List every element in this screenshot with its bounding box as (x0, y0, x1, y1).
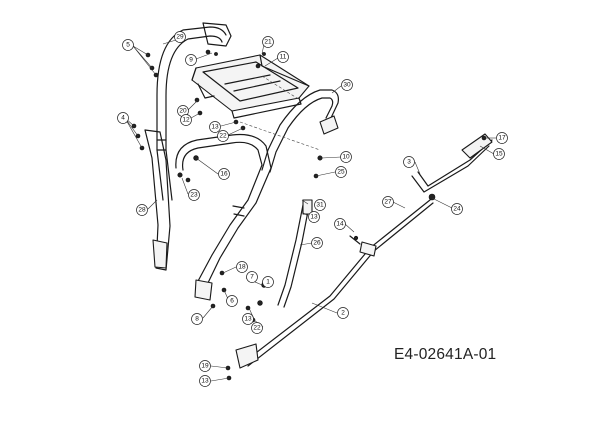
svg-text:9: 9 (189, 57, 193, 64)
callout-13: 13 (308, 211, 320, 223)
svg-text:21: 21 (264, 39, 272, 46)
svg-text:6: 6 (230, 298, 234, 305)
svg-text:16: 16 (220, 171, 228, 178)
svg-text:14: 14 (336, 221, 344, 228)
svg-text:18: 18 (238, 264, 246, 271)
upper-handle (156, 22, 232, 201)
svg-text:10: 10 (342, 154, 350, 161)
svg-text:25: 25 (337, 169, 345, 176)
svg-text:15: 15 (495, 151, 503, 158)
callout-16: 16 (218, 168, 230, 180)
svg-text:17: 17 (498, 135, 506, 142)
callout-6: 6 (226, 295, 238, 307)
svg-text:1: 1 (266, 279, 270, 286)
right-side-rail (277, 199, 313, 308)
callout-13: 13 (199, 375, 211, 387)
callout-11: 11 (277, 51, 289, 63)
callout-7: 7 (246, 271, 258, 283)
callout-26: 26 (311, 237, 323, 249)
svg-text:2: 2 (341, 310, 345, 317)
callout-24: 24 (451, 203, 463, 215)
svg-text:27: 27 (384, 199, 392, 206)
svg-text:26: 26 (313, 240, 321, 247)
svg-text:13: 13 (244, 316, 252, 323)
callout-3: 3 (403, 156, 415, 168)
svg-text:23: 23 (190, 192, 198, 199)
svg-text:22: 22 (253, 325, 261, 332)
svg-text:4: 4 (121, 115, 125, 122)
leader-lines (124, 39, 496, 382)
callout-15: 15 (493, 148, 505, 160)
svg-text:20: 20 (179, 108, 187, 115)
right-top-handle (261, 89, 339, 173)
callouts: 29 21 5 9 11 30 20 12 13 22 4 16 23 10 2… (117, 31, 508, 387)
callout-14: 14 (334, 218, 346, 230)
callout-12: 12 (180, 114, 192, 126)
alignment-line (239, 121, 321, 151)
lower-handle-frame (175, 133, 272, 301)
callout-30: 30 (341, 79, 353, 91)
callout-5: 5 (122, 39, 134, 51)
drawing-number: E4-02641A-01 (394, 346, 497, 363)
callout-1: 1 (262, 276, 274, 288)
console-panel (191, 54, 310, 119)
svg-text:19: 19 (201, 363, 209, 370)
svg-text:13: 13 (211, 124, 219, 131)
alignment-line (261, 75, 301, 101)
svg-text:31: 31 (316, 202, 324, 209)
callout-9: 9 (185, 54, 197, 66)
svg-text:11: 11 (280, 54, 287, 61)
callout-2: 2 (337, 307, 349, 319)
callout-17: 17 (496, 132, 508, 144)
callout-19: 19 (199, 360, 211, 372)
callout-29: 29 (174, 31, 186, 43)
callout-20: 20 (177, 105, 189, 117)
callout-8: 8 (191, 313, 203, 325)
callout-22: 22 (217, 130, 229, 142)
shift-rod (235, 199, 434, 369)
callout-22: 22 (251, 322, 263, 334)
callout-13: 13 (209, 121, 221, 133)
svg-text:24: 24 (453, 206, 461, 213)
svg-text:13: 13 (201, 378, 209, 385)
callout-13: 13 (242, 313, 254, 325)
svg-text:29: 29 (176, 34, 184, 41)
svg-text:28: 28 (138, 207, 146, 214)
svg-text:13: 13 (310, 214, 318, 221)
callout-21: 21 (262, 36, 274, 48)
svg-text:8: 8 (195, 316, 199, 323)
callout-18: 18 (236, 261, 248, 273)
callout-4: 4 (117, 112, 129, 124)
svg-text:12: 12 (182, 117, 190, 124)
callout-23: 23 (188, 189, 200, 201)
svg-text:5: 5 (126, 42, 130, 49)
callout-25: 25 (335, 166, 347, 178)
svg-text:3: 3 (407, 159, 411, 166)
callout-31: 31 (314, 199, 326, 211)
callout-28: 28 (136, 204, 148, 216)
svg-text:30: 30 (343, 82, 351, 89)
callout-27: 27 (382, 196, 394, 208)
svg-text:22: 22 (219, 133, 227, 140)
left-side-rail (144, 129, 171, 271)
callout-10: 10 (340, 151, 352, 163)
svg-text:7: 7 (250, 274, 254, 281)
shift-lever (411, 133, 493, 201)
